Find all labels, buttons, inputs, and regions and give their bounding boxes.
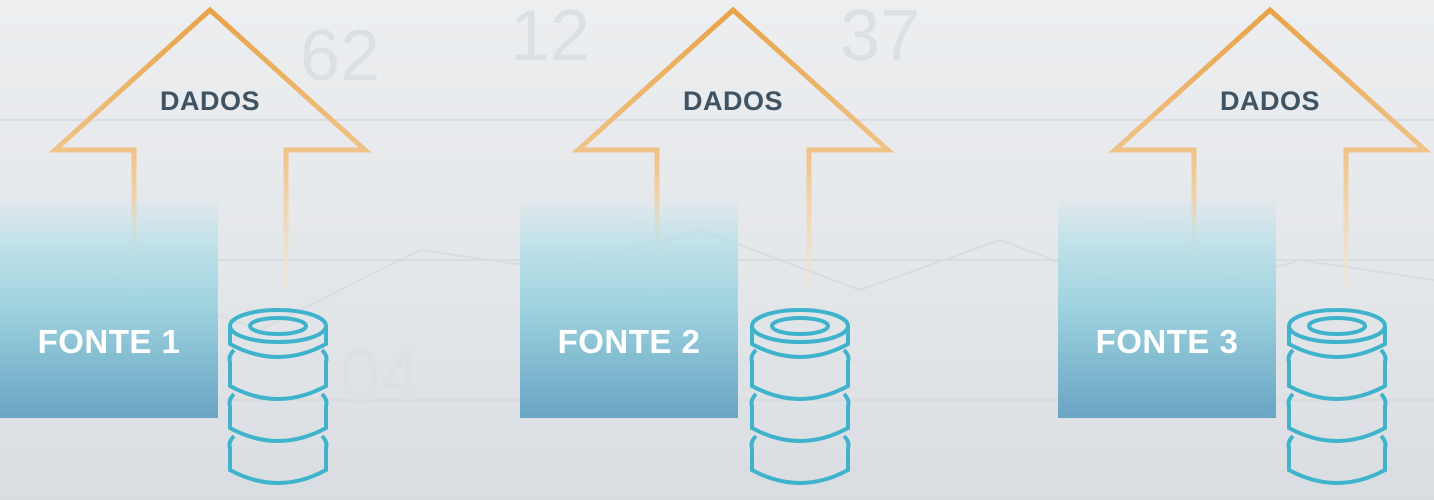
up-arrow-3 (1108, 6, 1432, 290)
bg-digits-3: 37 (840, 0, 920, 76)
up-arrow-2 (571, 6, 895, 290)
bg-digits-4: 04 (340, 336, 420, 416)
bg-digits-1: 62 (300, 16, 380, 96)
database-icon (227, 308, 329, 485)
source-label-2: FONTE 2 (557, 323, 701, 360)
database-icon (1286, 308, 1388, 485)
arrow-label-3: DADOS (1219, 86, 1320, 116)
database-icon (749, 308, 851, 485)
arrow-label-2: DADOS (682, 86, 783, 116)
source-box-3: FONTE 3 (1058, 195, 1276, 418)
arrow-label-1: DADOS (159, 86, 260, 116)
up-arrow-1 (48, 6, 372, 290)
bg-digits-2: 12 (510, 0, 590, 76)
source-label-3: FONTE 3 (1095, 323, 1239, 360)
source-box-2: FONTE 2 (520, 195, 738, 418)
source-label-1: FONTE 1 (37, 323, 181, 360)
source-box-1: FONTE 1 (0, 195, 218, 418)
